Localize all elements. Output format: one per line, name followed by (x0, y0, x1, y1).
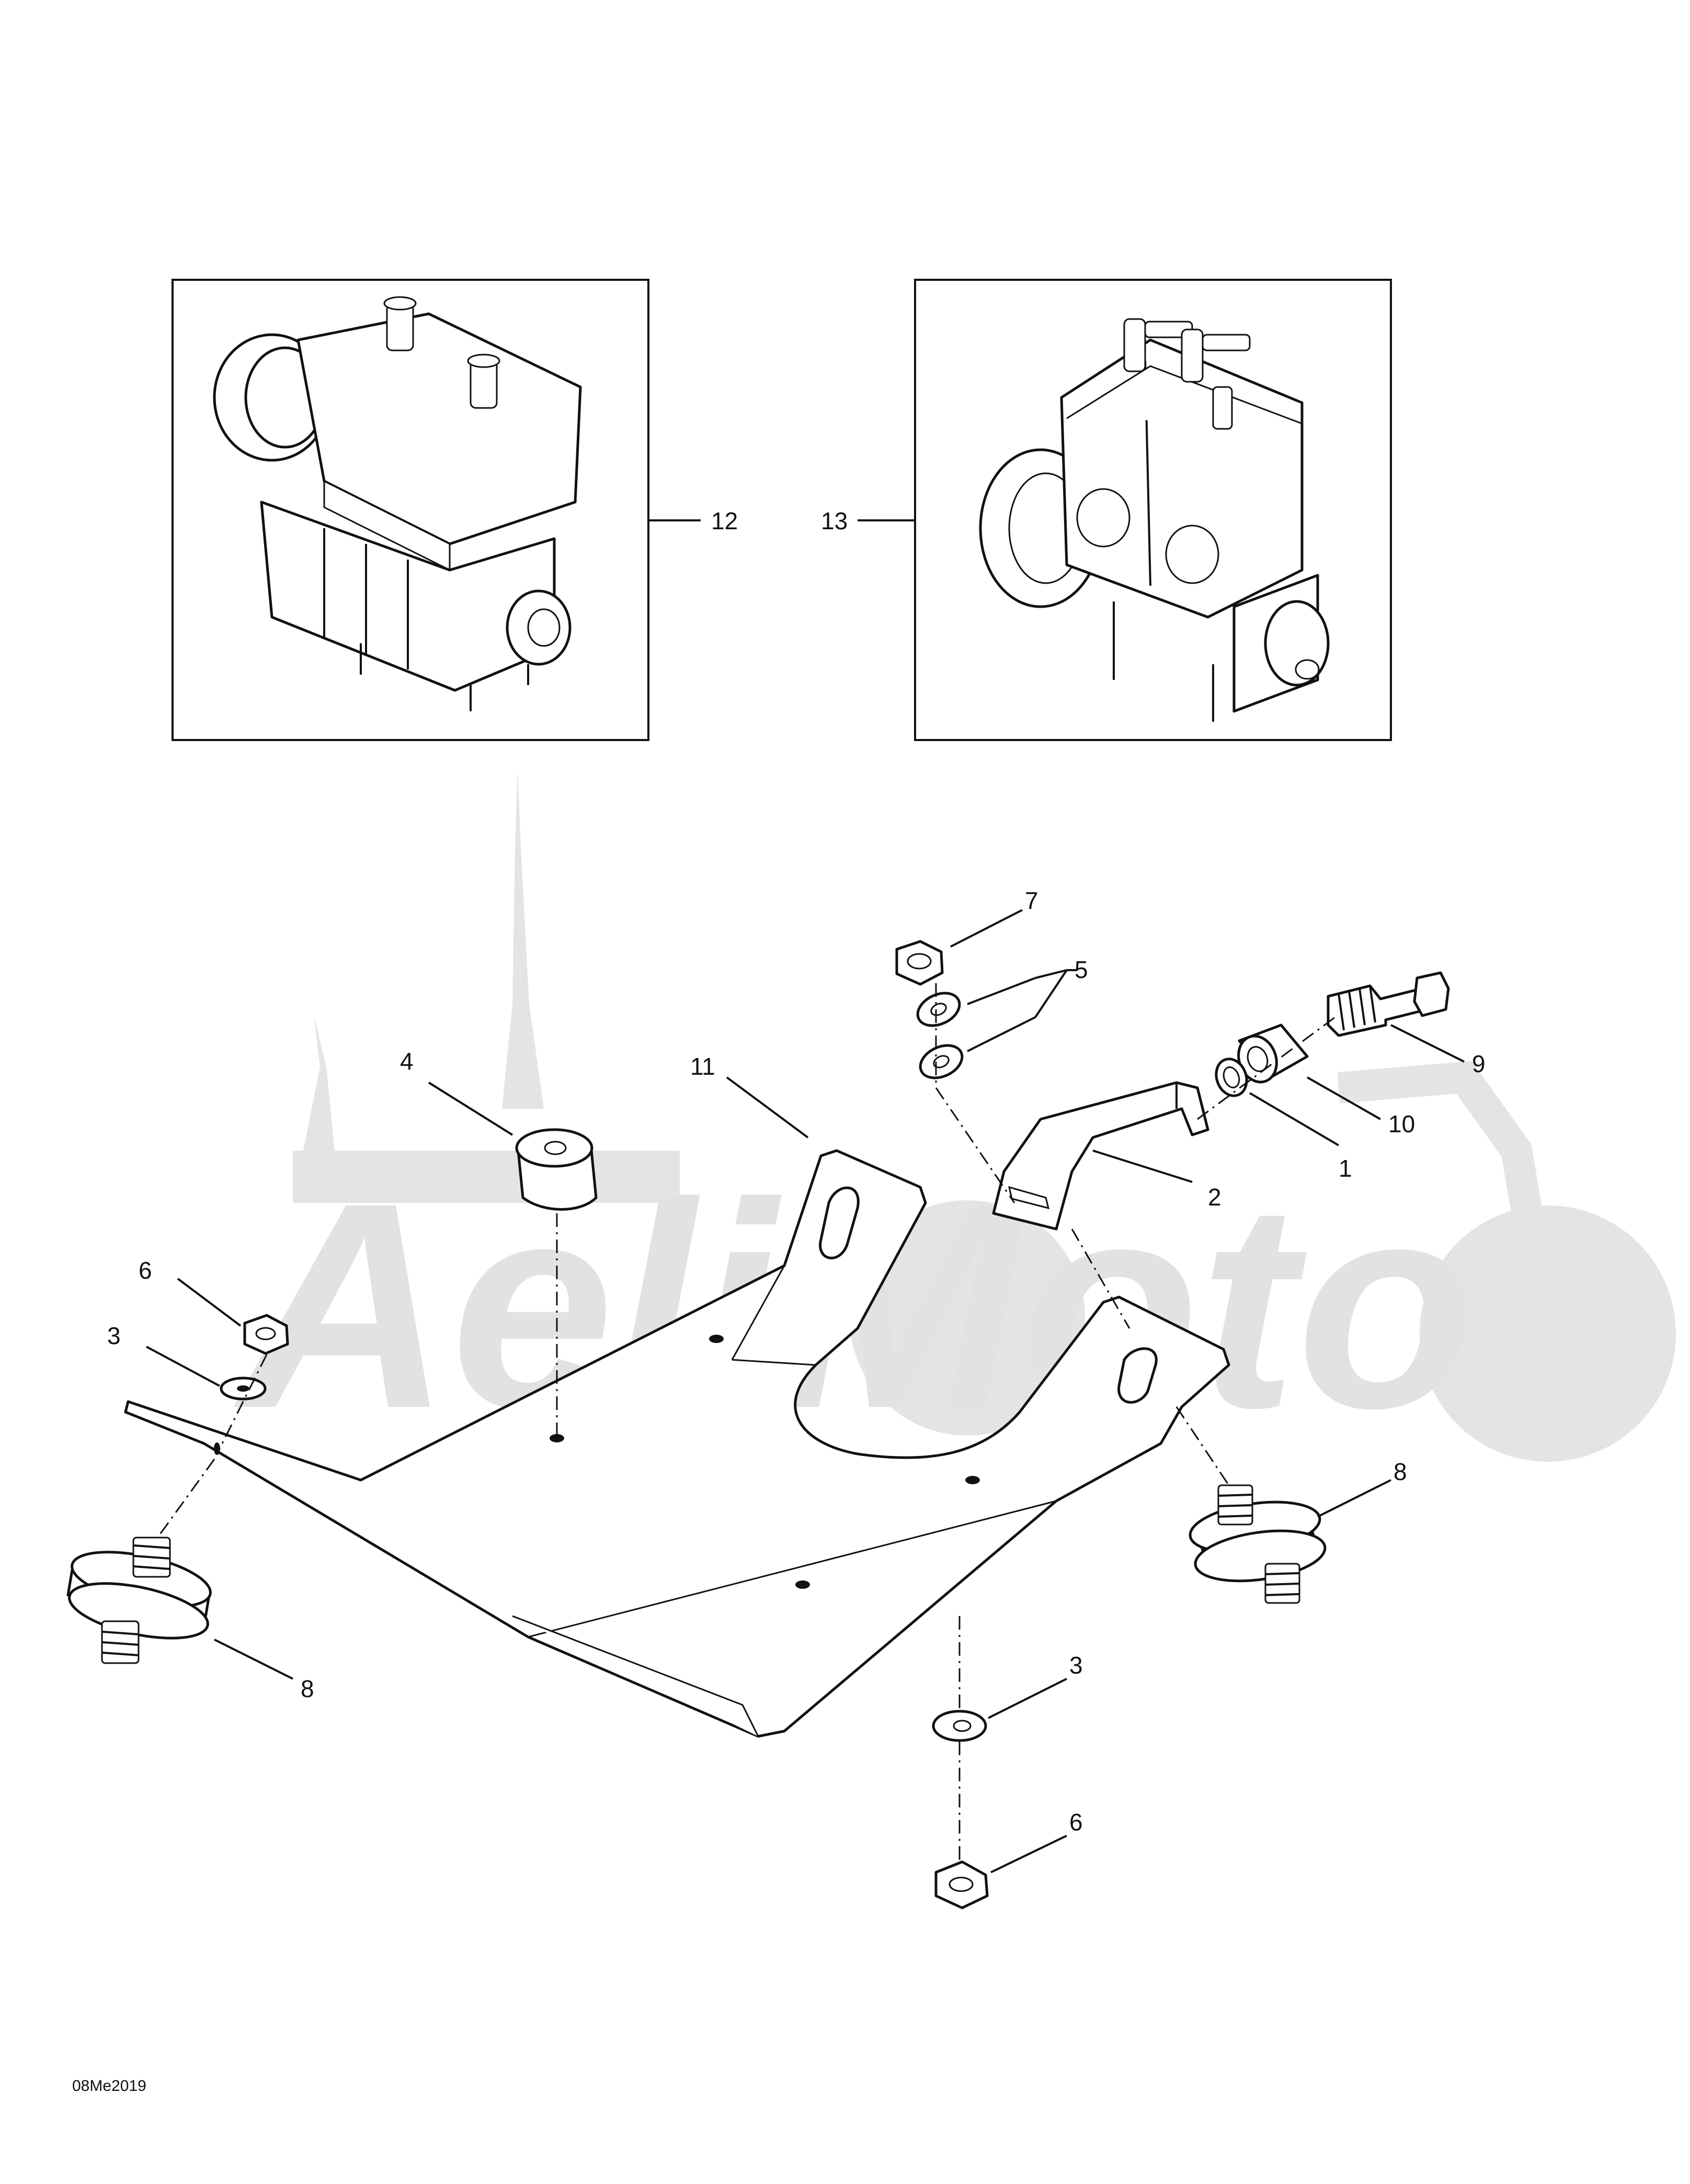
callout-6-left: 6 (139, 1257, 152, 1284)
rubber-bumper-10 (515, 1128, 598, 1211)
washer-pair-5 (916, 992, 964, 1079)
spring-washer-11 (1215, 1057, 1248, 1097)
watermark: AeliMoto (230, 769, 1676, 1469)
spacer-sleeve-4 (1237, 1023, 1309, 1084)
nut-6-left (243, 1314, 289, 1355)
callout-13: 13 (821, 507, 848, 534)
callout-2: 2 (1208, 1184, 1221, 1211)
engine-13-panel (914, 279, 1392, 741)
callout-3-bottom: 3 (1069, 1652, 1083, 1679)
callout-3-left: 3 (107, 1322, 121, 1349)
callout-10: 4 (400, 1048, 414, 1075)
callout-9: 9 (1472, 1050, 1486, 1077)
callout-4: 10 (1388, 1110, 1415, 1138)
engine-12-icon (213, 296, 582, 711)
callout-8-right: 8 (1394, 1458, 1407, 1485)
engine-13-icon (979, 318, 1330, 722)
callout-1: 11 (690, 1053, 715, 1080)
callout-11: 1 (1339, 1155, 1352, 1182)
callout-5: 5 (1075, 956, 1088, 983)
engine-support-plate-1 (124, 1149, 1230, 1738)
nut-7 (895, 940, 944, 986)
callout-12: 12 (711, 507, 738, 534)
bolt-9 (1327, 971, 1450, 1037)
assembly-centerlines (158, 983, 1339, 1862)
rubber-mount-8-left (66, 1537, 212, 1664)
figure-code: 08Me2019 (72, 2077, 146, 2095)
bracket-2 (992, 1081, 1209, 1231)
callout-8-left: 8 (301, 1675, 314, 1702)
callout-7: 7 (1025, 887, 1038, 914)
engine-12-panel (172, 279, 649, 741)
rubber-mount-8-right (1189, 1484, 1327, 1604)
callout-6-bottom: 6 (1069, 1808, 1083, 1836)
washer-3-left (220, 1377, 267, 1401)
washer-3-bottom (932, 1710, 987, 1742)
nut-6-bottom (934, 1860, 989, 1909)
